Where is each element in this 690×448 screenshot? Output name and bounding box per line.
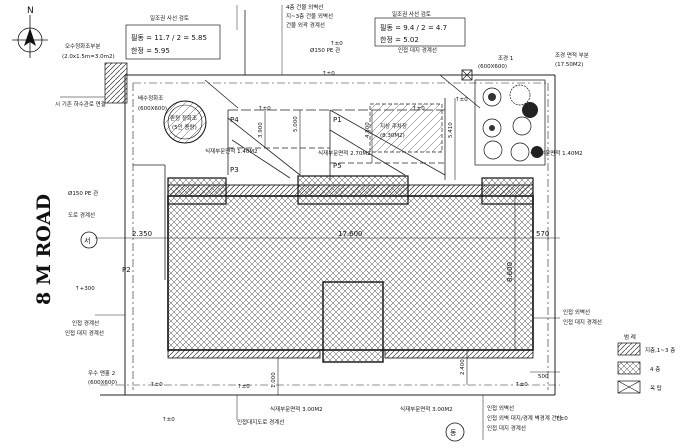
legend-row3: 옥 탑 <box>650 384 662 392</box>
bottom-right-2: 인접 외벽 대지/경계 벽경계 건선 <box>487 414 562 422</box>
boundary-top: 인접 대지 경계선 <box>398 46 437 54</box>
sunlight-box-left-line1: 필동 = 11.7 / 2 = 5.85 <box>131 33 207 42</box>
garden-area-label: 조경 면적 부분 <box>555 51 589 59</box>
middle-line-2: 지~3층 건물 외벽선 <box>286 12 333 20</box>
planting-area-3: 식재부문면적 1.40M2 <box>530 149 583 157</box>
dim-2400: 2.400 <box>460 359 466 375</box>
drain-bottom-label: 우수 맨홀 2 <box>88 369 115 377</box>
level-a: ↑±0 <box>330 40 343 47</box>
garden-label-size: (600X600) <box>478 64 507 70</box>
west-marker-label: 서 <box>84 236 90 245</box>
dim-1000: 1.000 <box>271 372 277 388</box>
point-p3: P3 <box>230 166 239 174</box>
bottom-right-1: 인접 외벽선 <box>487 404 514 412</box>
drain-bottom-size: (600X600) <box>88 380 117 386</box>
level-h: ↑±0 <box>237 383 250 390</box>
dimension-lines <box>95 98 560 395</box>
round-tank-line1: 판정 정화조 <box>170 114 197 122</box>
point-markers: P4 P3 P1 P5 P2 <box>122 116 342 274</box>
south-marker: 동 <box>445 422 465 442</box>
planting-area-4: 식재부문면적 3.00M2 <box>270 405 323 413</box>
legend-swatch-1 <box>617 342 641 356</box>
bottom-notes: 인접대지도로 경계선 인접 외벽선 인접 외벽 대지/경계 벽경계 건선 인접 … <box>236 395 562 440</box>
dim-4800: 4.800 <box>365 122 371 138</box>
legend-swatch-2 <box>617 361 641 375</box>
level-c: ↑±0 <box>258 105 271 112</box>
level-i: ↑±0 <box>515 381 528 388</box>
right-note-2: 인접 대지 경계선 <box>563 318 602 326</box>
dim-main-width: 17.600 <box>338 230 363 238</box>
existing-drain-label: 시 기존 하수관로 연결 <box>55 100 106 108</box>
sunlight-box-right-line2: 한정 = 5.02 <box>380 35 419 44</box>
level-g: ↑±0 <box>162 416 175 423</box>
middle-line-3: 건물 외곽 경계선 <box>286 21 325 29</box>
level-plus300: ↑+300 <box>75 285 95 292</box>
sunlight-box-right-line1: 필동 = 9.4 / 2 = 4.7 <box>380 23 447 32</box>
building-footprint <box>167 175 534 363</box>
point-p5: P5 <box>333 162 342 170</box>
dim-left-gap: 2.350 <box>132 230 152 238</box>
level-b: ↑±0 <box>322 70 335 77</box>
pe-pipe-left: Ø150 PE 관 <box>68 189 98 197</box>
planting-area-1: 식재부문면적 1.40M2 <box>205 147 258 155</box>
west-marker: 서 <box>80 231 98 249</box>
point-p2: P2 <box>122 266 131 274</box>
level-e: ↑±0 <box>455 96 468 103</box>
sunlight-box-right-title: 일조권 사선 검토 <box>392 10 431 18</box>
planting-area-5: 식재부문면적 3.00M2 <box>400 405 453 413</box>
level-f: ↑±0 <box>150 381 163 388</box>
road-label: 8 M ROAD <box>33 194 55 305</box>
south-marker-label: 동 <box>450 429 457 437</box>
middle-line-1: 4층 건물 외벽선 <box>286 3 323 11</box>
planting-areas: 식재부문면적 1.40M2 식재부문면적 2.70M2 식재부문면적 1.40M… <box>205 147 583 413</box>
tank-label: 배수정화조 <box>138 94 163 102</box>
dim-3900: 3.900 <box>258 122 264 138</box>
right-note-1: 인접 외벽선 <box>563 308 590 316</box>
legend: 범 례 지층,1~3 층 4 층 옥 탑 <box>617 333 675 394</box>
dim-depth-right: 8.600 <box>506 262 514 282</box>
level-d: ↑±0 <box>412 105 425 112</box>
left-notes: 오수정화조부분 (2.0x1.5m=3.0m2) 시 기존 하수관로 연결 배수… <box>55 43 207 386</box>
site-boundary <box>95 74 560 396</box>
neighbor-line-2: 인접 대지 경계선 <box>65 329 104 337</box>
top-right-sunlight-box: 일조권 사선 검토 필동 = 9.4 / 2 = 4.7 한정 = 5.02 <box>374 10 466 47</box>
sunlight-box-left-line2: 한정 = 5.95 <box>131 46 170 55</box>
tank-size: (600X600) <box>138 106 167 112</box>
dimension-labels: 2.350 17.600 570 8.600 3.900 5.000 4.800… <box>132 116 549 388</box>
parking-zone-label: 지상 주차장 <box>380 122 407 130</box>
garden-area-value: (17.50M2) <box>555 62 583 68</box>
right-notes: 인접 외벽선 인접 대지 경계선 <box>533 308 602 326</box>
drain-box-label: 오수정화조부분 <box>65 43 100 50</box>
north-arrow: N <box>12 6 48 58</box>
garden-area: 조경 1 (600X600) 조경 면적 부분 (17.50M2) <box>461 51 589 166</box>
legend-title: 범 례 <box>624 333 636 341</box>
garden-label: 조경 1 <box>498 55 513 62</box>
level-j: ↑±0 <box>555 415 568 422</box>
drain-box-size: (2.0x1.5m=3.0m2) <box>62 54 115 60</box>
bottom-left-label: 인접대지도로 경계선 <box>237 418 284 426</box>
legend-row2: 4 층 <box>650 365 660 373</box>
parking-zone-area: (8.30M2) <box>380 133 405 139</box>
north-label: N <box>27 6 34 16</box>
bottom-right-3: 인접 대지 경계선 <box>487 424 526 432</box>
point-p4: P4 <box>230 116 239 124</box>
dim-5410: 5.410 <box>448 122 454 138</box>
round-tank-line2: (5인 용량) <box>172 124 197 131</box>
top-left-sunlight-box: 일조권 사선 검토 필동 = 11.7 / 2 = 5.85 한정 = 5.95 <box>125 14 221 60</box>
dim-right-gap: 570 <box>536 230 549 238</box>
dim-500: 500 <box>538 374 549 380</box>
planting-area-2: 식재부문면적 2.70M2 <box>318 149 371 157</box>
road-boundary-label: 도로 경계선 <box>68 211 95 219</box>
neighbor-line-1: 인접 경계선 <box>72 319 99 327</box>
dim-5000: 5.000 <box>293 116 299 132</box>
pe-pipe-top: Ø150 PE 관 <box>310 46 340 54</box>
sunlight-lines <box>204 10 481 180</box>
parking-zone: 지상 주차장 (8.30M2) <box>369 103 443 153</box>
sunlight-box-left-title: 일조권 사선 검토 <box>150 14 189 22</box>
point-p1: P1 <box>333 116 342 124</box>
level-markers: ↑±0 ↑±0 ↑±0 ↑±0 ↑±0 ↑+300 ↑±0 ↑±0 ↑±0 ↑±… <box>75 40 568 423</box>
legend-row1: 지층,1~3 층 <box>645 346 675 354</box>
top-middle-notes: 4층 건물 외벽선 지~3층 건물 외벽선 건물 외곽 경계선 Ø150 PE … <box>236 3 437 75</box>
